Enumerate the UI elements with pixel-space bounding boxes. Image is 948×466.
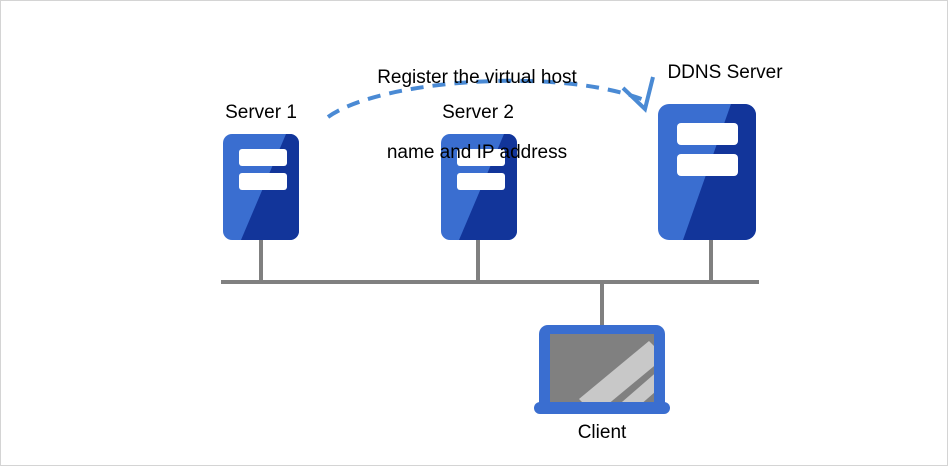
ddns-server-icon — [658, 104, 756, 240]
server-2-icon — [441, 134, 517, 240]
registration-annotation: Register the virtual host name and IP ad… — [377, 15, 577, 215]
client-label: Client — [577, 422, 627, 443]
registration-arrow-group — [326, 76, 655, 119]
dashed-arrow-head-icon — [621, 76, 655, 113]
server-2-label: Server 2 — [442, 102, 514, 123]
annotation-line-1: Register the virtual host — [377, 67, 577, 88]
server-1-icon — [223, 134, 299, 240]
network-bus-group — [221, 240, 759, 326]
ddns-server-label: DDNS Server — [667, 62, 783, 83]
dashed-arrow-path — [326, 78, 645, 119]
annotation-line-2: name and IP address — [386, 142, 568, 163]
client-laptop-icon — [534, 325, 670, 414]
server-1-label: Server 1 — [225, 102, 297, 123]
